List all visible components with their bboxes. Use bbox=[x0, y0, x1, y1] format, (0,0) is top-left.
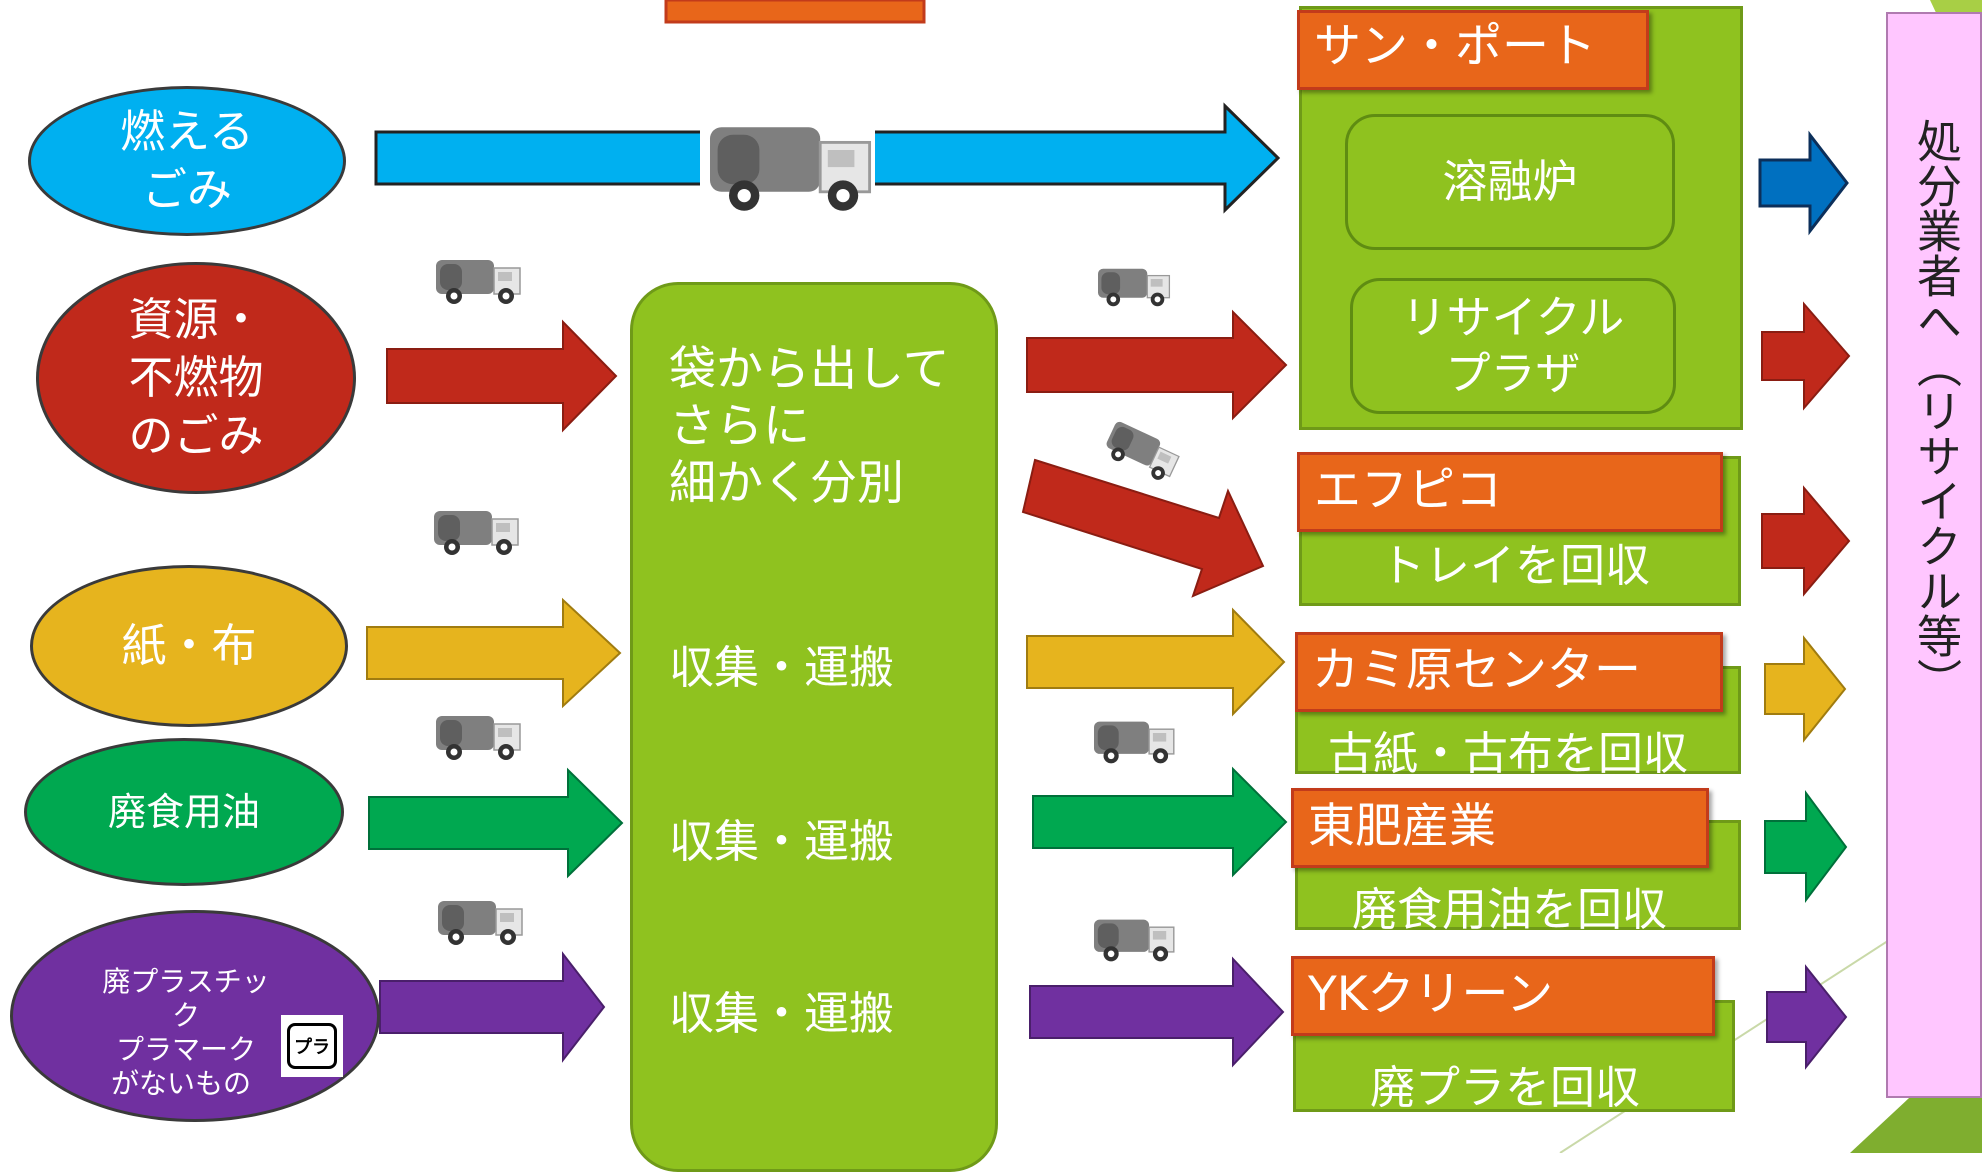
truck-icon bbox=[1093, 918, 1175, 963]
source-oil: 廃食用油 bbox=[24, 738, 344, 886]
facility-efpico-desc: トレイを回収 bbox=[1380, 539, 1651, 592]
truck-icon bbox=[433, 510, 519, 556]
source-burnable: 燃える ごみ bbox=[28, 86, 346, 236]
plastic-mark-label: プラ bbox=[287, 1023, 337, 1069]
truck-icon bbox=[435, 259, 521, 305]
facility-kamihara-name: カミ原センター bbox=[1295, 632, 1723, 712]
facility-yk-desc: 廃プラを回収 bbox=[1370, 1061, 1641, 1114]
sunport-recycle-plaza: リサイクル プラザ bbox=[1350, 278, 1676, 414]
source-oil-label: 廃食用油 bbox=[107, 790, 260, 834]
paper-arrow-in bbox=[366, 597, 622, 709]
truck-icon bbox=[1100, 419, 1183, 485]
plastic-recycle-mark-icon: プラ bbox=[281, 1015, 343, 1077]
paper-arrow-out bbox=[1026, 607, 1286, 717]
collect-label: 収集・運搬 bbox=[669, 641, 895, 694]
collect-label: 収集・運搬 bbox=[669, 987, 895, 1040]
plastic-right-arrow bbox=[1766, 964, 1848, 1070]
collect-label: 収集・運搬 bbox=[669, 815, 895, 868]
resource-right-arrow-1 bbox=[1761, 301, 1851, 411]
oil-right-arrow bbox=[1764, 789, 1848, 903]
sorting-center: 袋から出して さらに 細かく分別 収集・運搬 収集・運搬 収集・運搬 bbox=[630, 282, 998, 1172]
source-paper-label: 紙・布 bbox=[121, 619, 257, 672]
paper-right-arrow bbox=[1764, 635, 1847, 743]
facility-yk-name: YKクリーン bbox=[1291, 956, 1715, 1036]
facility-sunport-name: サン・ポート bbox=[1297, 10, 1649, 90]
facility-efpico-name: エフピコ bbox=[1297, 452, 1723, 532]
sunport-melting-furnace: 溶融炉 bbox=[1345, 114, 1675, 250]
plastic-arrow-in bbox=[379, 951, 606, 1063]
resource-arrow-diagonal bbox=[1021, 458, 1265, 598]
destination-panel: 処分業者へ（リサイクル等） bbox=[1886, 12, 1982, 1098]
source-plastic-text: 廃プラスチック プラマーク がないもの bbox=[91, 965, 281, 1101]
resource-arrow-in bbox=[386, 319, 618, 433]
destination-label: 処分業者へ（リサイクル等） bbox=[1909, 118, 1962, 703]
oil-arrow-in bbox=[368, 767, 624, 879]
truck-icon bbox=[1093, 720, 1175, 765]
source-resource-label: 資源・ 不燃物 のごみ bbox=[128, 293, 264, 462]
blue-right-arrow bbox=[1758, 130, 1849, 236]
facility-tohi-name: 東肥産業 bbox=[1291, 788, 1709, 868]
truck-icon bbox=[437, 900, 523, 946]
source-plastic: 廃プラスチック プラマーク がないもの プラ bbox=[10, 910, 380, 1122]
source-resource: 資源・ 不燃物 のごみ bbox=[36, 262, 356, 494]
source-plastic-line: 廃プラスチック bbox=[102, 965, 270, 1032]
source-plastic-line: プラマーク bbox=[115, 1033, 256, 1066]
sorting-title: 袋から出して さらに 細かく分別 bbox=[669, 342, 950, 511]
plastic-arrow-out bbox=[1029, 956, 1285, 1068]
resource-arrow-out bbox=[1026, 309, 1288, 421]
source-burnable-label: 燃える ごみ bbox=[120, 105, 254, 216]
facility-kamihara-desc: 古紙・古布を回収 bbox=[1328, 727, 1689, 780]
top-orange-box-fragment bbox=[664, 0, 926, 24]
source-plastic-line: がないもの bbox=[111, 1067, 252, 1100]
truck-icon bbox=[1097, 268, 1171, 307]
truck-icon bbox=[435, 715, 521, 761]
facility-tohi-desc: 廃食用油を回収 bbox=[1352, 883, 1668, 936]
resource-right-arrow-2 bbox=[1761, 485, 1851, 597]
source-paper: 紙・布 bbox=[30, 565, 348, 727]
oil-arrow-out bbox=[1032, 766, 1288, 878]
